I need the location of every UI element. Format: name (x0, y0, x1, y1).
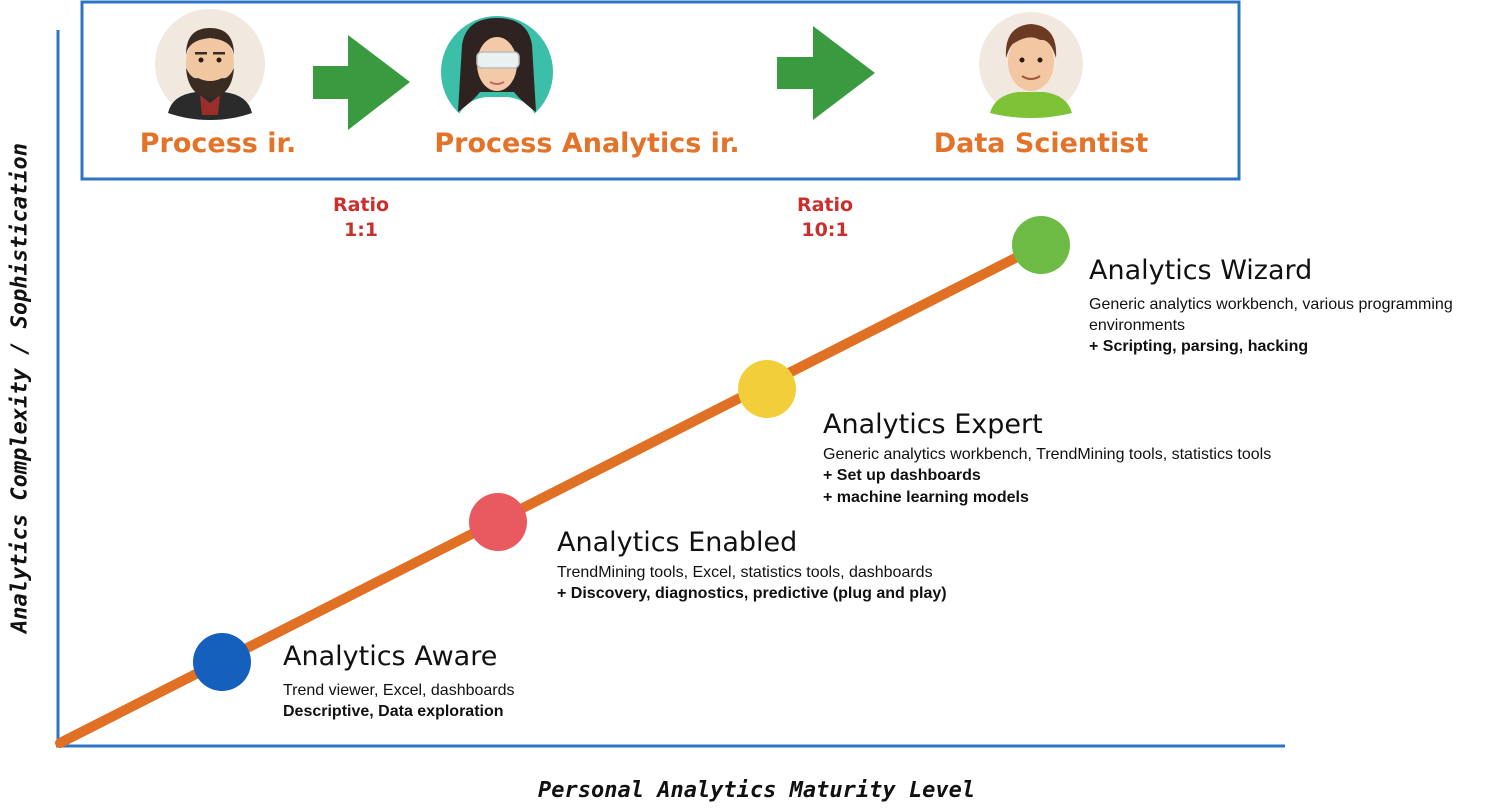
level-extra: + machine learning models (823, 489, 1029, 506)
level-dot-aware (193, 633, 251, 691)
persona-name-process-engineer: Process ir. (139, 128, 297, 159)
y-axis-label: Analytics Complexity / Sophistication (7, 142, 33, 634)
arrow-icon (777, 26, 875, 120)
level-dot-expert (738, 360, 796, 418)
persona-name-process-analytics-engineer: Process Analytics ir. (434, 128, 740, 159)
level-extra: + Discovery, diagnostics, predictive (pl… (557, 585, 947, 602)
ratio-label: Ratio (796, 194, 854, 216)
arrow-icon (313, 35, 410, 130)
level-dot-enabled (469, 493, 527, 551)
bearded-man-avatar-icon (155, 9, 265, 120)
level-title: Analytics Wizard (1089, 255, 1313, 286)
level-title: Analytics Aware (283, 641, 498, 672)
ratio-value: 1:1 (343, 219, 379, 241)
young-man-avatar-icon (979, 12, 1083, 118)
level-description: TrendMining tools, Excel, statistics too… (557, 564, 933, 581)
level-description: Generic analytics workbench, TrendMining… (823, 446, 1272, 463)
level-dot-wizard (1012, 216, 1070, 274)
level-expert: Analytics Expert Generic analytics workb… (823, 408, 1271, 509)
level-aware: Analytics Aware Trend viewer, Excel, das… (283, 640, 515, 723)
ratio-label: Ratio (332, 194, 390, 216)
ratio-1: Ratio 1:1 (333, 193, 389, 243)
x-axis-label: Personal Analytics Maturity Level (538, 778, 976, 803)
ratio-value: 10:1 (801, 219, 849, 241)
level-description: Trend viewer, Excel, dashboards (283, 682, 515, 699)
level-title: Analytics Expert (823, 409, 1043, 440)
level-extra: + Set up dashboards (823, 467, 981, 484)
ratio-2: Ratio 10:1 (797, 193, 853, 243)
level-enabled: Analytics Enabled TrendMining tools, Exc… (557, 526, 947, 605)
level-extra: + Scripting, parsing, hacking (1089, 338, 1309, 355)
level-extra: Descriptive, Data exploration (283, 703, 504, 720)
level-title: Analytics Enabled (557, 527, 798, 558)
persona-name-data-scientist: Data Scientist (933, 128, 1149, 159)
woman-with-goggles-avatar-icon (441, 16, 553, 128)
level-description: Generic analytics workbench, various pro… (1089, 296, 1453, 334)
level-wizard: Analytics Wizard Generic analytics workb… (1089, 254, 1494, 358)
